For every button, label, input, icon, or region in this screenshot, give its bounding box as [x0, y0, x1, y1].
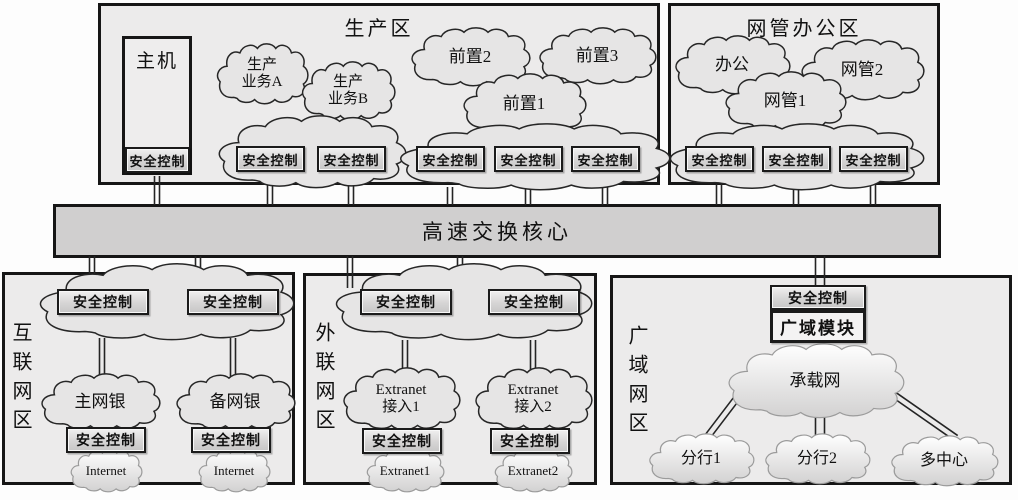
- secbox-extranet-top-2: 安全控制: [488, 289, 580, 315]
- cloud-internet-2: Internet: [198, 449, 271, 493]
- cloud-production-biz-b: 生产业务B: [301, 61, 396, 121]
- core-switch-bar: 高速交换核心: [53, 204, 941, 258]
- secbox-host: 安全控制: [125, 147, 190, 173]
- cloud-mgmt1: 网管1: [724, 71, 847, 131]
- secbox-prod-4: 安全控制: [494, 146, 563, 172]
- cloud-backup-ebank: 备网银: [175, 373, 296, 431]
- secbox-mgmt-2: 安全控制: [762, 146, 831, 172]
- secbox-wan: 安全控制: [770, 285, 866, 310]
- secbox-backup-ebank: 安全控制: [191, 427, 271, 453]
- cloud-front2: 前置2: [410, 27, 531, 87]
- secbox-prod-1: 安全控制: [236, 146, 305, 172]
- cloud-office: 办公: [674, 35, 791, 95]
- cloud-mgmt2: 网管2: [800, 39, 925, 101]
- wan-module-box: 广域模块: [770, 310, 866, 343]
- cloud-main-ebank: 主网银: [40, 373, 161, 431]
- zone-wan-title: 广域网区: [625, 325, 647, 441]
- cloud-front3: 前置3: [538, 27, 657, 85]
- zone-internet-title: 互联网区: [9, 322, 31, 438]
- secbox-prod-3: 安全控制: [416, 146, 485, 172]
- cloud-extranet-1: Extranet1: [366, 449, 445, 493]
- secbox-prod-2: 安全控制: [317, 146, 386, 172]
- cloud-branch1: 分行1: [648, 433, 755, 485]
- cloud-branch2: 分行2: [764, 433, 871, 485]
- secbox-main-ebank: 安全控制: [66, 427, 146, 453]
- secbox-prod-5: 安全控制: [571, 146, 640, 172]
- secbox-extranet-access2: 安全控制: [490, 428, 570, 454]
- secbox-internet-top-1: 安全控制: [57, 289, 149, 315]
- cloud-carrier-network: 承载网: [726, 343, 905, 419]
- secbox-extranet-access1: 安全控制: [362, 428, 442, 454]
- secbox-mgmt-1: 安全控制: [685, 146, 754, 172]
- zone-production-title: 生产区: [344, 18, 414, 40]
- secbox-extranet-top-1: 安全控制: [360, 289, 452, 315]
- zone-mgmt-office-title: 网管办公区: [746, 18, 862, 40]
- cloud-front1: 前置1: [462, 73, 587, 135]
- zone-extranet-title: 外联网区: [312, 322, 334, 438]
- cloud-extranet-2: Extranet2: [494, 449, 573, 493]
- host-label: 主机: [135, 51, 178, 72]
- cloud-production-biz-a: 生产业务A: [216, 43, 309, 105]
- cloud-internet-1: Internet: [70, 449, 143, 493]
- secbox-mgmt-3: 安全控制: [839, 146, 908, 172]
- secbox-internet-top-2: 安全控制: [187, 289, 279, 315]
- cloud-multicenter: 多中心: [890, 435, 999, 487]
